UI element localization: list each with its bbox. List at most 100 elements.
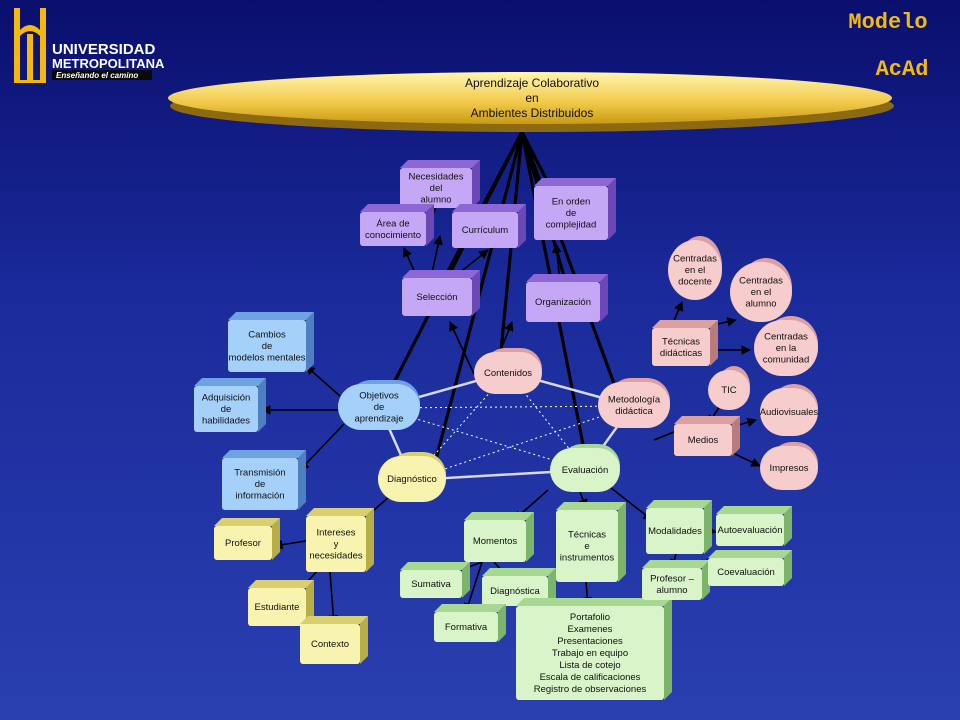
node-autoevaluacion: Autoevaluación: [716, 506, 792, 546]
node-label: Técnicas: [568, 530, 606, 541]
node-label: alumno: [420, 195, 451, 206]
node-label: didáctica: [615, 406, 653, 417]
node-label: Presentaciones: [557, 636, 623, 647]
node-organizacion: Organización: [526, 274, 608, 322]
node-label: Examenes: [568, 624, 613, 635]
node-label: necesidades: [309, 551, 363, 562]
node-label: y: [334, 539, 339, 550]
node-label: de: [221, 404, 232, 415]
connector: [305, 365, 341, 397]
node-label: del: [430, 183, 443, 194]
logo-emblem-icon: [14, 8, 46, 83]
node-label: Centradas: [764, 332, 808, 343]
node-label: de: [566, 208, 577, 219]
node-label: Sumativa: [411, 579, 451, 590]
node-label: didácticas: [660, 348, 702, 359]
node-label: Contexto: [311, 639, 349, 650]
node-estudiante: Estudiante: [248, 580, 314, 626]
node-label: Autoevaluación: [718, 525, 783, 536]
node-profesor: Profesor: [214, 518, 280, 560]
node-label: alumno: [656, 585, 687, 596]
node-label: Transmisión: [234, 468, 285, 479]
node-label: información: [235, 491, 284, 502]
node-label: Metodología: [608, 394, 661, 405]
node-label: Contenidos: [484, 368, 532, 379]
node-label: instrumentos: [560, 553, 615, 564]
node-diagnostico: Diagnóstico: [378, 452, 446, 502]
node-coevaluacion: Coevaluación: [708, 550, 792, 586]
node-label: Profesor: [225, 538, 261, 549]
node-label: Medios: [688, 435, 719, 446]
connector: [411, 405, 633, 481]
node-label: Necesidades: [409, 172, 464, 183]
connector: [605, 483, 653, 521]
node-label: alumno: [745, 299, 776, 310]
node-modalidades: Modalidades: [646, 500, 712, 554]
connector: [379, 405, 633, 409]
node-label: Cambios: [248, 330, 286, 341]
node-label: Profesor –: [650, 573, 695, 584]
node-label: conocimiento: [365, 230, 421, 241]
root-line2: en: [525, 91, 538, 105]
node-label: Centradas: [739, 276, 783, 287]
node-label: de: [262, 341, 273, 352]
node-label: comunidad: [763, 355, 809, 366]
node-label: Área de: [376, 218, 409, 229]
connector: [328, 571, 339, 625]
node-contexto: Contexto: [300, 616, 368, 664]
node-label: complejidad: [546, 220, 597, 231]
node-curriculum: Currículum: [452, 204, 526, 248]
node-label: Técnicas: [662, 336, 700, 347]
node-label: Currículum: [462, 225, 509, 236]
connector: [499, 321, 514, 353]
node-label: Intereses: [316, 528, 355, 539]
node-evaluacion: Evaluación: [550, 444, 620, 492]
node-label: Diagnóstico: [387, 474, 437, 485]
node-label: en la: [776, 343, 797, 354]
node-sumativa: Sumativa: [400, 562, 470, 598]
root-ellipse: Aprendizaje Colaborativo en Ambientes Di…: [168, 72, 894, 132]
node-label: Escala de calificaciones: [540, 672, 641, 683]
node-seleccion: Selección: [402, 270, 480, 316]
node-label: TIC: [721, 385, 736, 396]
connector: [273, 539, 313, 550]
node-label: Audiovisuales: [760, 407, 819, 418]
node-label: Lista de cotejo: [559, 660, 620, 671]
node-label: Formativa: [445, 622, 488, 633]
node-contenidos: Contenidos: [474, 348, 542, 394]
node-label: En orden: [552, 197, 591, 208]
node-label: Modalidades: [648, 526, 702, 537]
logo-tagline-bar: [52, 70, 152, 80]
node-label: Selección: [416, 292, 457, 303]
node-label: Impresos: [769, 463, 808, 474]
node-label: docente: [678, 277, 712, 288]
node-label: Adquisición: [202, 393, 251, 404]
logo-tagline: Enseñando el camino: [56, 71, 138, 80]
node-label: Estudiante: [255, 602, 300, 613]
node-audiovisuales: Audiovisuales: [760, 384, 819, 436]
node-label: Centradas: [673, 254, 717, 265]
logo-line2: METROPOLITANA: [52, 56, 165, 71]
connector: [449, 321, 475, 375]
node-label: aprendizaje: [354, 414, 403, 425]
node-label: de: [374, 402, 385, 413]
node-medios: Medios: [674, 416, 740, 456]
connector: [520, 131, 622, 401]
node-label: en el: [751, 287, 772, 298]
connector: [299, 423, 345, 471]
title-line1: Modelo: [848, 10, 927, 35]
node-label: Registro de observaciones: [534, 684, 647, 695]
node-label: habilidades: [202, 416, 250, 427]
